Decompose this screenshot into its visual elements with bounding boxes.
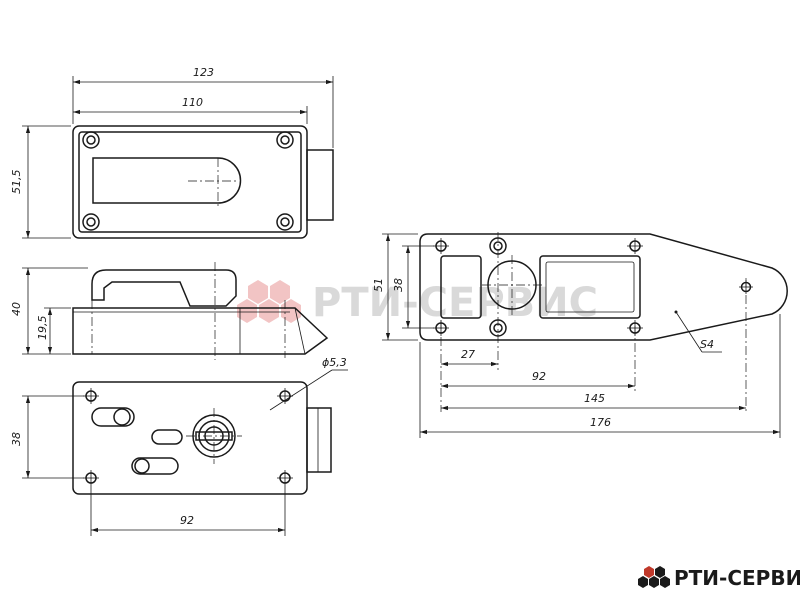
plate-window-small [440, 255, 482, 319]
dim-plate-176: 176 [590, 416, 611, 429]
strike-plate-outline [419, 233, 788, 341]
dim-40: 40 [10, 302, 23, 316]
slot-upper [91, 407, 135, 427]
side-handle-lever [91, 269, 237, 307]
side-base [72, 307, 329, 355]
dim-51-5: 51,5 [10, 170, 23, 195]
dim-plate-51: 51 [372, 278, 385, 292]
watermark-text: РТИ-СЕРВИС [312, 280, 598, 326]
brand-logo-text: РТИ-СЕРВИС [674, 566, 800, 590]
bottom-screw-holes [83, 388, 293, 486]
dim-92-left: 92 [180, 514, 194, 527]
dim-thickness-s4: S4 [700, 338, 714, 351]
slot-lower [131, 457, 179, 475]
dim-110: 110 [182, 96, 203, 109]
brand-logo: РТИ-СЕРВИС [638, 566, 800, 590]
bottom-view: 38 92 ϕ5,3 [10, 356, 348, 536]
dim-hole-dia: ϕ5,3 [322, 356, 347, 369]
dim-plate-38: 38 [392, 278, 405, 292]
watermark-hex-icon [237, 280, 301, 323]
dim-19-5: 19,5 [36, 316, 49, 341]
dim-123: 123 [193, 66, 214, 79]
bottom-bolt-block [306, 407, 332, 473]
plate-window-large [539, 255, 641, 319]
strike-plate-view: 51 38 27 92 145 176 S4 [372, 232, 788, 438]
dim-plate-145: 145 [584, 392, 605, 405]
top-housing-inner [78, 131, 302, 233]
side-view: 40 19,5 [10, 262, 329, 360]
top-screw-holes [82, 131, 294, 231]
dim-plate-92: 92 [532, 370, 546, 383]
bottom-housing-outline [72, 381, 308, 495]
dim-38-left: 38 [10, 432, 23, 446]
dim-plate-27: 27 [461, 348, 475, 361]
watermark: РТИ-СЕРВИС [237, 280, 598, 326]
top-view: 123 110 51,5 [10, 66, 334, 239]
top-housing-outline [72, 125, 308, 239]
top-handle-slot [92, 157, 242, 204]
slot-middle [151, 429, 183, 445]
brand-hex-icon [638, 566, 670, 588]
top-bolt-block [306, 149, 334, 221]
